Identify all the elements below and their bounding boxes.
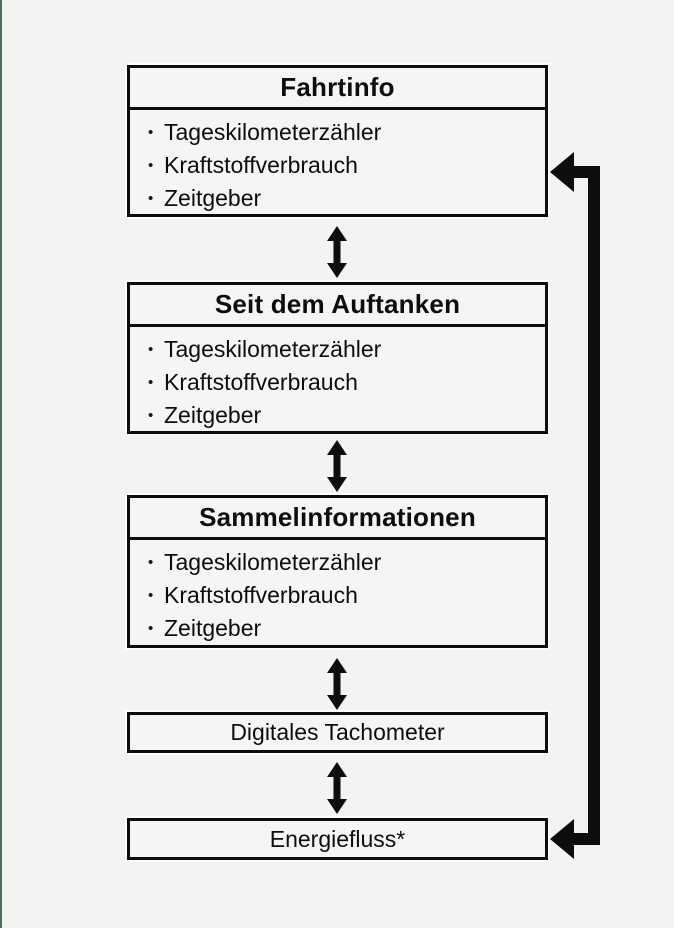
list-item: • Zeitgeber	[148, 182, 545, 215]
box-digitales-tachometer: Digitales Tachometer	[127, 712, 548, 753]
list-item-label: Zeitgeber	[164, 615, 262, 641]
list-item-label: Tageskilometerzähler	[164, 336, 382, 362]
list-item: • Kraftstoffverbrauch	[148, 366, 545, 399]
list-item-label: Kraftstoffverbrauch	[164, 369, 358, 395]
list-item: • Tageskilometerzähler	[148, 333, 545, 366]
loop-arrow-spine	[588, 166, 600, 845]
list-item-label: Zeitgeber	[164, 402, 262, 428]
box-energiefluss: Energiefluss*	[127, 818, 548, 860]
box-fahrtinfo-title: Fahrtinfo	[130, 68, 545, 110]
list-item: • Kraftstoffverbrauch	[148, 149, 545, 182]
loop-arrow-bottom-arm	[572, 833, 600, 845]
double-arrow-icon	[327, 440, 347, 492]
double-arrow-icon	[327, 226, 347, 278]
page-edge-line	[0, 0, 2, 928]
list-item: • Zeitgeber	[148, 399, 545, 432]
bullet-icon: •	[148, 157, 154, 174]
box-sammelinformationen: Sammelinformationen • Tageskilometerzähl…	[127, 495, 548, 648]
box-seit-dem-auftanken-title: Seit dem Auftanken	[130, 285, 545, 327]
list-item: • Tageskilometerzähler	[148, 546, 545, 579]
double-arrow-icon	[327, 762, 347, 814]
box-seit-dem-auftanken-body: • Tageskilometerzähler • Kraftstoffverbr…	[130, 327, 545, 432]
loop-arrow	[550, 152, 600, 859]
double-arrow-icon	[327, 658, 347, 710]
bullet-icon: •	[148, 620, 154, 637]
bullet-icon: •	[148, 190, 154, 207]
list-item: • Zeitgeber	[148, 612, 545, 645]
box-fahrtinfo: Fahrtinfo • Tageskilometerzähler • Kraft…	[127, 65, 548, 217]
bullet-icon: •	[148, 587, 154, 604]
bullet-icon: •	[148, 374, 154, 391]
box-sammelinformationen-title: Sammelinformationen	[130, 498, 545, 540]
list-item: • Kraftstoffverbrauch	[148, 579, 545, 612]
box-seit-dem-auftanken: Seit dem Auftanken • Tageskilometerzähle…	[127, 282, 548, 434]
loop-arrow-top-arm	[572, 166, 600, 178]
list-item-label: Zeitgeber	[164, 185, 262, 211]
arrowhead-left-icon	[550, 152, 574, 192]
list-item-label: Tageskilometerzähler	[164, 549, 382, 575]
box-digitales-tachometer-title: Digitales Tachometer	[230, 719, 445, 745]
list-item: • Tageskilometerzähler	[148, 116, 545, 149]
bullet-icon: •	[148, 554, 154, 571]
box-energiefluss-title: Energiefluss*	[269, 826, 406, 852]
arrowhead-left-icon	[550, 819, 574, 859]
list-item-label: Tageskilometerzähler	[164, 119, 382, 145]
box-fahrtinfo-body: • Tageskilometerzähler • Kraftstoffverbr…	[130, 110, 545, 215]
bullet-icon: •	[148, 407, 154, 424]
list-item-label: Kraftstoffverbrauch	[164, 152, 358, 178]
bullet-icon: •	[148, 124, 154, 141]
bullet-icon: •	[148, 341, 154, 358]
list-item-label: Kraftstoffverbrauch	[164, 582, 358, 608]
box-sammelinformationen-body: • Tageskilometerzähler • Kraftstoffverbr…	[130, 540, 545, 645]
